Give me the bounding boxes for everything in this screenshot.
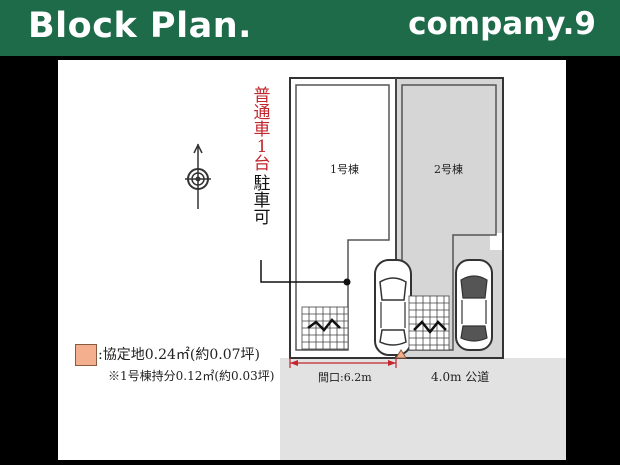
legend-line-1: :協定地0.24㎡(約0.07坪) bbox=[98, 347, 260, 363]
parking-note-red: 普 通 車 1 台 bbox=[253, 86, 271, 174]
header-bar: Block Plan. company.9 bbox=[0, 0, 620, 56]
parking-note-black: 駐 車 可 bbox=[253, 174, 271, 228]
compass-icon bbox=[185, 143, 211, 209]
agreement-land-swatch bbox=[75, 344, 97, 366]
paving-1 bbox=[301, 306, 349, 350]
legend-line-2: ※1号棟持分0.12㎡(約0.03坪) bbox=[108, 369, 275, 383]
company-name: company.9 bbox=[408, 6, 596, 42]
road-area bbox=[280, 358, 566, 460]
page-title: Block Plan. bbox=[28, 6, 252, 46]
frontage-label: 間口:6.2m bbox=[318, 371, 372, 384]
agreement-land-marker bbox=[395, 349, 407, 359]
road-label: 4.0m 公道 bbox=[431, 370, 490, 384]
building-1-outline bbox=[295, 84, 390, 351]
building-2-label: 2号棟 bbox=[434, 163, 463, 176]
lot-2-outline bbox=[396, 77, 504, 359]
leader-line bbox=[260, 260, 345, 283]
building-1-label: 1号棟 bbox=[330, 163, 359, 176]
paving-2 bbox=[408, 295, 450, 351]
site-plan-panel: 1号棟 2号棟 普 通 車 1 台 駐 車 可 :協定地0.24㎡(約0.07坪… bbox=[58, 60, 566, 460]
site-plan-drawing bbox=[185, 77, 566, 460]
car-1-icon bbox=[374, 259, 412, 356]
car-2-icon bbox=[455, 259, 493, 351]
